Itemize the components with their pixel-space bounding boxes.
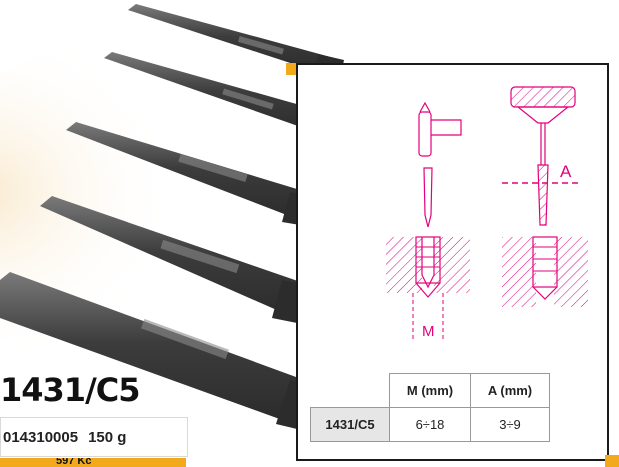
extractor-tool-icon <box>423 167 433 228</box>
diagram-panel: M A <box>296 63 609 461</box>
product-weight: 150 g <box>88 428 127 446</box>
workpiece-right-icon <box>502 236 588 307</box>
product-price: 597 Kč <box>56 458 92 467</box>
spec-header-m: M (mm) <box>389 373 471 408</box>
tap-wrench-icon <box>510 86 576 226</box>
spec-row-m: 6÷18 <box>389 407 471 442</box>
spec-header-blank <box>311 374 390 408</box>
product-code-box: 014310005 150 g <box>0 417 188 457</box>
hammer-icon <box>418 101 462 157</box>
spec-row-a: 3÷9 <box>470 407 550 442</box>
accent-corner-top <box>286 63 298 75</box>
label-a: A <box>560 162 572 181</box>
spec-table: M (mm) A (mm) 1431/C5 6÷18 3÷9 <box>310 373 550 442</box>
label-m: M <box>422 323 435 340</box>
accent-corner-bottom <box>605 455 619 467</box>
product-model: 1431/C5 <box>0 371 140 409</box>
spec-row-model: 1431/C5 <box>310 407 390 442</box>
spec-table-header: M (mm) A (mm) <box>311 373 550 408</box>
table-row: 1431/C5 6÷18 3÷9 <box>310 407 550 442</box>
workpiece-left-icon <box>386 236 470 341</box>
price-bar: 597 Kč <box>0 458 186 467</box>
product-code: 014310005 <box>3 428 79 446</box>
usage-diagram: M A <box>386 86 588 341</box>
spec-header-a: A (mm) <box>470 373 550 408</box>
